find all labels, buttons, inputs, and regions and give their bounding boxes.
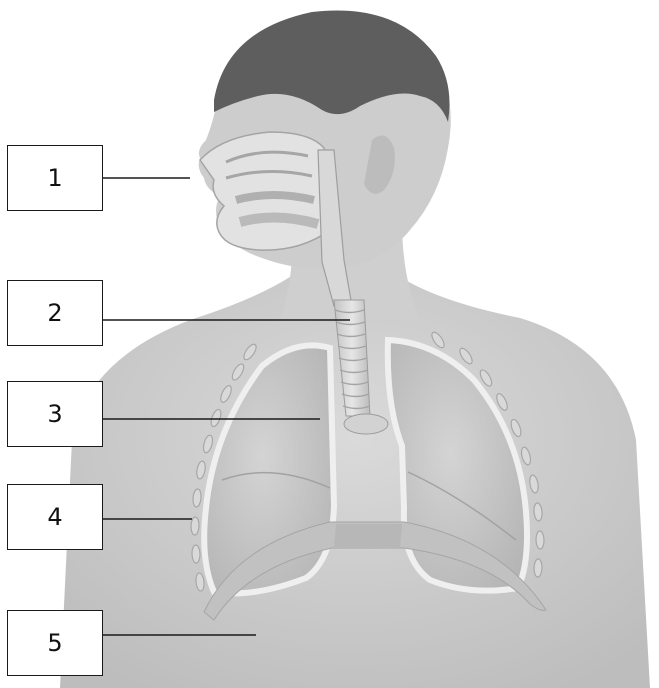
label-box-1: 1	[7, 145, 103, 211]
label-number-3: 3	[47, 400, 62, 428]
nasal-cavity-section	[200, 132, 330, 250]
label-number-5: 5	[47, 629, 62, 657]
label-number-2: 2	[47, 299, 62, 327]
label-number-4: 4	[47, 503, 62, 531]
label-number-1: 1	[47, 164, 62, 192]
label-box-4: 4	[7, 484, 103, 550]
label-box-5: 5	[7, 610, 103, 676]
bronchi	[344, 414, 388, 434]
label-box-3: 3	[7, 381, 103, 447]
label-box-2: 2	[7, 280, 103, 346]
